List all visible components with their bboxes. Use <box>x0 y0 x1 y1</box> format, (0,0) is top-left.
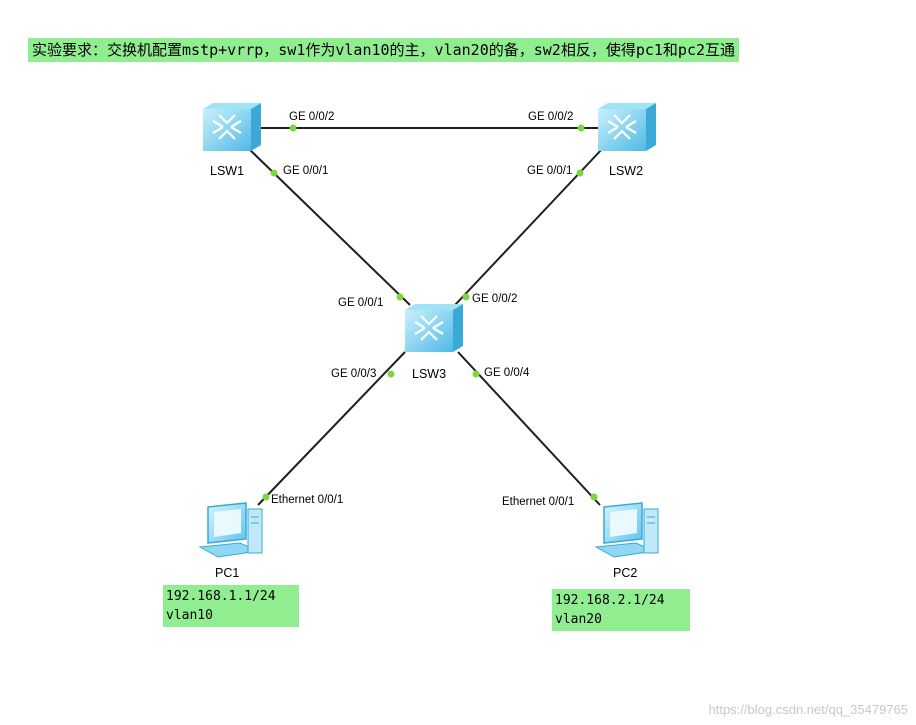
port-dot <box>576 169 584 177</box>
port-dot <box>270 169 278 177</box>
pc2-ip: 192.168.2.1/24 <box>555 593 665 608</box>
port-dot <box>472 370 480 378</box>
pc1-vlan: vlan10 <box>166 608 213 623</box>
port-label-lsw3-ge003: GE 0/0/3 <box>331 368 377 380</box>
port-label-lsw2-ge002: GE 0/0/2 <box>528 111 574 123</box>
device-label-lsw1: LSW1 <box>210 164 245 178</box>
port-dot <box>387 370 395 378</box>
device-label-lsw2: LSW2 <box>609 164 644 178</box>
device-label-pc2: PC2 <box>613 566 638 580</box>
pc-icon-pc2[interactable] <box>594 502 659 558</box>
port-dot <box>577 124 585 132</box>
device-label-lsw3: LSW3 <box>412 367 447 381</box>
device-label-pc1: PC1 <box>215 566 240 580</box>
port-label-lsw1-ge001: GE 0/0/1 <box>283 165 329 177</box>
port-label-lsw3-ge004: GE 0/0/4 <box>484 367 530 379</box>
port-dot <box>262 493 270 501</box>
link-lsw3-pc1 <box>257 351 406 506</box>
port-label-pc1-eth001: Ethernet 0/0/1 <box>271 494 344 506</box>
pc1-ip: 192.168.1.1/24 <box>166 589 276 604</box>
switch-icon-lsw1[interactable] <box>203 103 261 151</box>
port-label-lsw2-ge001: GE 0/0/1 <box>527 165 573 177</box>
link-lsw3-pc2 <box>457 351 601 506</box>
port-label-lsw3-ge002: GE 0/0/2 <box>472 293 518 305</box>
pc2-vlan: vlan20 <box>555 612 602 627</box>
port-dot <box>396 293 404 301</box>
watermark: https://blog.csdn.net/qq_35479765 <box>708 702 909 717</box>
pc-icon-pc1[interactable] <box>198 502 263 558</box>
port-dot <box>590 493 598 501</box>
port-dot <box>289 124 297 132</box>
requirement-note: 实验要求：交换机配置mstp+vrrp，sw1作为vlan10的主，vlan20… <box>28 38 740 62</box>
switch-icon-lsw3[interactable] <box>405 304 463 352</box>
port-label-lsw3-ge001: GE 0/0/1 <box>338 297 384 309</box>
port-label-pc2-eth001: Ethernet 0/0/1 <box>502 496 575 508</box>
port-dot <box>462 293 470 301</box>
pc2-note: 192.168.2.1/24 vlan20 <box>552 589 690 631</box>
port-label-lsw1-ge002: GE 0/0/2 <box>289 111 335 123</box>
switch-icon-lsw2[interactable] <box>598 103 656 151</box>
pc1-note: 192.168.1.1/24 vlan10 <box>163 585 299 627</box>
